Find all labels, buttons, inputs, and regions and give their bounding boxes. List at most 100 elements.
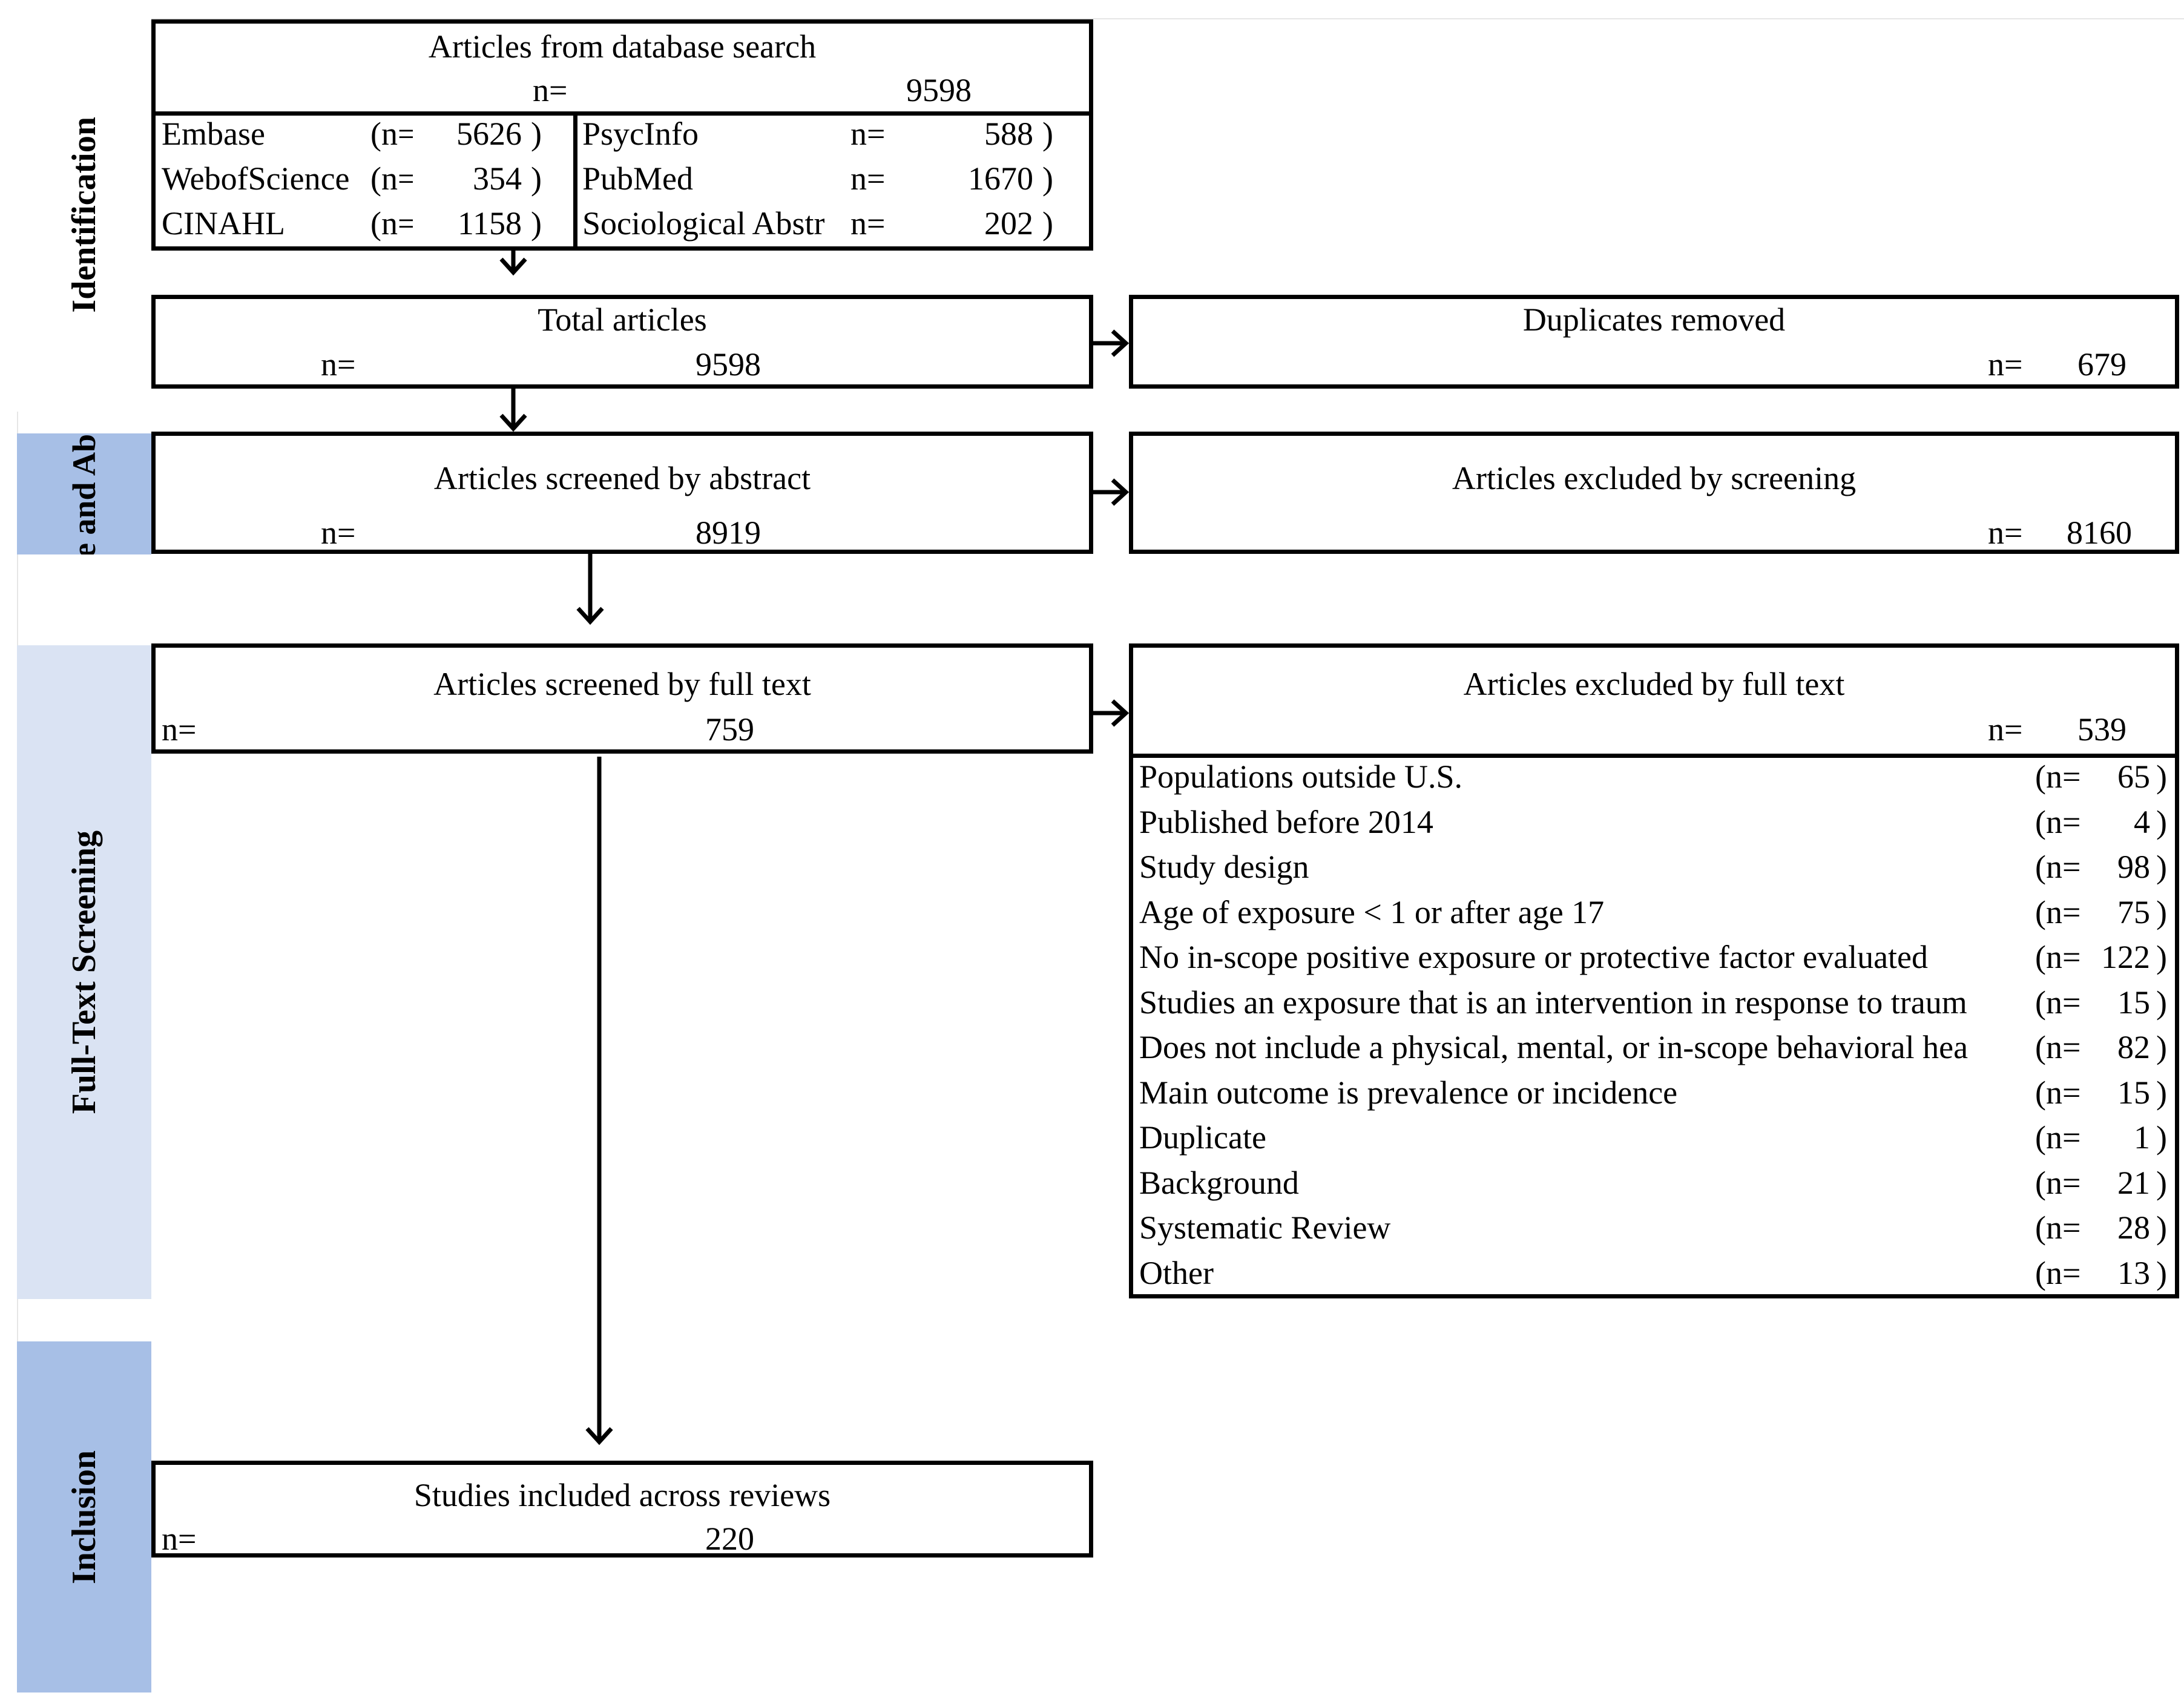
frame-top-line <box>17 18 2184 19</box>
exclusion-reason-n-value: 4 <box>2134 803 2150 840</box>
exclusion-reason-n-label: (n= <box>2035 1209 2081 1246</box>
fulltext-excluded-n-label: n= <box>1988 711 2023 748</box>
fulltext-excluded-divider <box>1133 754 2175 758</box>
exclusion-reason-close-paren: ) <box>2156 803 2167 840</box>
database-name: CINAHL <box>162 205 285 242</box>
database-close-paren: ) <box>1042 160 1053 197</box>
exclusion-reason-n-value: 28 <box>2117 1209 2150 1246</box>
database-n-label: n= <box>850 160 886 197</box>
total-title: Total articles <box>538 301 707 338</box>
fulltext-excluded-n-value: 539 <box>2077 711 2126 748</box>
exclusion-reason-close-paren: ) <box>2156 1029 2167 1065</box>
exclusion-reason-n-value: 21 <box>2117 1164 2150 1201</box>
exclusion-reason-n-value: 75 <box>2117 893 2150 930</box>
search-title: Articles from database search <box>428 28 817 65</box>
database-name: PsycInfo <box>582 116 699 152</box>
database-n-label: (n= <box>370 116 413 152</box>
duplicates-n-value: 679 <box>2077 346 2126 383</box>
total-n-label: n= <box>321 346 356 383</box>
database-n-value: 354 <box>473 160 522 197</box>
database-n-value: 202 <box>984 205 1033 242</box>
database-close-paren: ) <box>531 116 542 152</box>
database-close-paren: ) <box>1042 205 1053 242</box>
duplicates-title: Duplicates removed <box>1522 301 1786 338</box>
search-column-divider <box>573 111 577 251</box>
stage-identification: Identification <box>17 18 151 412</box>
exclusion-reason-n-label: (n= <box>2035 1029 2081 1065</box>
arrowhead <box>499 257 527 276</box>
fulltext-screened-title: Articles screened by full text <box>433 666 811 702</box>
database-close-paren: ) <box>1042 116 1053 152</box>
database-n-value: 1158 <box>458 205 522 242</box>
exclusion-reason-close-paren: ) <box>2156 1209 2167 1246</box>
database-n-label: (n= <box>370 160 413 197</box>
exclusion-reason-close-paren: ) <box>2156 1119 2167 1156</box>
exclusion-reason-n-label: (n= <box>2035 939 2081 975</box>
arrowhead <box>1111 478 1130 506</box>
exclusion-reason-label: Other <box>1139 1254 1214 1291</box>
exclusion-reason-n-value: 65 <box>2117 758 2150 795</box>
exclusion-reason-close-paren: ) <box>2156 1074 2167 1111</box>
search-n-value: 9598 <box>906 72 972 108</box>
exclusion-reason-label: Background <box>1139 1164 1299 1201</box>
exclusion-reason-n-label: (n= <box>2035 803 2081 840</box>
exclusion-reason-close-paren: ) <box>2156 893 2167 930</box>
database-n-value: 1670 <box>968 160 1033 197</box>
stage-full-text: Full-Text Screening <box>17 645 151 1299</box>
abstract-excluded-title: Articles excluded by screening <box>1452 460 1857 496</box>
database-search-box: Articles from database search n= 9598 Em… <box>151 19 1093 251</box>
exclusion-reason-close-paren: ) <box>2156 849 2167 885</box>
exclusion-reason-label: Age of exposure < 1 or after age 17 <box>1139 893 1605 930</box>
database-name: WebofScience <box>162 160 350 197</box>
arrowhead <box>1111 329 1130 357</box>
database-name: Embase <box>162 116 265 152</box>
total-articles-box: Total articles n= 9598 <box>151 295 1093 389</box>
exclusion-reason-label: Duplicate <box>1139 1119 1266 1156</box>
exclusion-reason-close-paren: ) <box>2156 984 2167 1021</box>
exclusion-reason-close-paren: ) <box>2156 939 2167 975</box>
abstract-excluded-n-label: n= <box>1988 515 2023 551</box>
abstract-screened-n-label: n= <box>321 515 356 551</box>
exclusion-reason-label: Systematic Review <box>1139 1209 1391 1246</box>
exclusion-reason-n-label: (n= <box>2035 849 2081 885</box>
total-n-value: 9598 <box>696 346 761 383</box>
exclusion-reason-n-label: (n= <box>2035 1164 2081 1201</box>
exclusion-reason-n-value: 15 <box>2117 984 2150 1021</box>
exclusion-reason-close-paren: ) <box>2156 1164 2167 1201</box>
database-n-value: 588 <box>984 116 1033 152</box>
abstract-excluded-n-value: 8160 <box>2067 515 2132 551</box>
database-name: PubMed <box>582 160 694 197</box>
arrowhead <box>585 1427 613 1446</box>
included-n-label: n= <box>162 1521 197 1557</box>
fulltext-screened-n-value: 759 <box>705 711 754 748</box>
abstract-screened-n-value: 8919 <box>696 515 761 551</box>
exclusion-reason-n-label: (n= <box>2035 1119 2081 1156</box>
fulltext-excluded-box: Articles excluded by full text n= 539 Po… <box>1129 643 2179 1298</box>
abstract-excluded-box: Articles excluded by screening n= 8160 <box>1129 432 2179 554</box>
duplicates-n-label: n= <box>1988 346 2023 383</box>
exclusion-reason-close-paren: ) <box>2156 758 2167 795</box>
exclusion-reason-n-label: (n= <box>2035 1254 2081 1291</box>
arrowhead <box>499 413 527 432</box>
search-n-label: n= <box>533 72 568 108</box>
fulltext-screened-box: Articles screened by full text n= 759 <box>151 643 1093 754</box>
arrowhead <box>1111 699 1130 727</box>
exclusion-reason-label: Studies an exposure that is an intervent… <box>1139 984 1967 1021</box>
exclusion-reason-n-value: 1 <box>2134 1119 2150 1156</box>
database-n-value: 5626 <box>456 116 522 152</box>
exclusion-reason-label: Main outcome is prevalence or incidence <box>1139 1074 1678 1111</box>
abstract-screened-box: Articles screened by abstract n= 8919 <box>151 432 1093 554</box>
database-n-label: n= <box>850 205 886 242</box>
exclusion-reason-n-value: 82 <box>2117 1029 2150 1065</box>
exclusion-reason-n-label: (n= <box>2035 984 2081 1021</box>
database-close-paren: ) <box>531 205 542 242</box>
database-n-label: (n= <box>370 205 413 242</box>
exclusion-reason-n-value: 15 <box>2117 1074 2150 1111</box>
exclusion-reason-n-value: 13 <box>2117 1254 2150 1291</box>
arrowhead <box>576 607 604 625</box>
database-close-paren: ) <box>531 160 542 197</box>
fulltext-screened-n-label: n= <box>162 711 197 748</box>
stage-title-abstract: Title and Abstra <box>17 433 151 554</box>
exclusion-reason-label: Published before 2014 <box>1139 803 1433 840</box>
exclusion-reason-label: No in-scope positive exposure or protect… <box>1139 939 1929 975</box>
